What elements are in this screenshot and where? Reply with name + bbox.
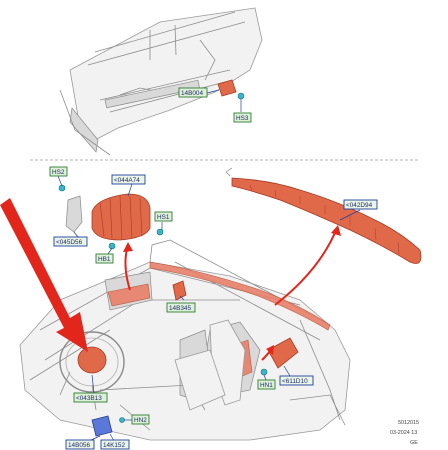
control-module bbox=[91, 415, 125, 437]
svg-text:HS2: HS2 bbox=[52, 169, 65, 176]
label-14b056: 14B056 bbox=[65, 439, 95, 450]
svg-text:14B345: 14B345 bbox=[169, 305, 191, 312]
big-callout-arrow bbox=[0, 198, 88, 352]
svg-text:HS1: HS1 bbox=[157, 214, 170, 221]
svg-text:<045D56: <045D56 bbox=[56, 239, 83, 246]
label-14b345: 14B345 bbox=[166, 302, 196, 313]
label-hn2: HN2 bbox=[131, 414, 150, 425]
svg-text:14B004: 14B004 bbox=[181, 90, 203, 97]
svg-text:<611D10: <611D10 bbox=[282, 378, 308, 385]
label-hn1: HN1 bbox=[257, 379, 276, 390]
label-044a74: <044A74 bbox=[111, 174, 146, 185]
svg-text:<043B13: <043B13 bbox=[76, 395, 102, 402]
seat bbox=[174, 319, 246, 411]
label-hb1: HB1 bbox=[95, 253, 114, 264]
knee-airbag-small bbox=[172, 280, 187, 301]
svg-text:HN2: HN2 bbox=[134, 417, 147, 424]
svg-text:HB1: HB1 bbox=[98, 256, 111, 263]
diagram-stamp: 5012015 03-2024 13 GE bbox=[390, 420, 419, 446]
passenger-airbag-module bbox=[91, 193, 151, 241]
svg-text:14B056: 14B056 bbox=[68, 442, 90, 449]
label-hs3: HS3 bbox=[233, 112, 252, 123]
svg-text:<044A74: <044A74 bbox=[114, 177, 140, 184]
label-hs2: HS2 bbox=[49, 166, 68, 177]
label-hs1: HS1 bbox=[154, 211, 173, 222]
passenger-airbag-ghost bbox=[107, 283, 151, 307]
stamp-lang: GE bbox=[410, 440, 418, 446]
rear-sensor-part bbox=[217, 79, 245, 100]
rear-body-structure bbox=[59, 7, 263, 156]
svg-text:14K152: 14K152 bbox=[103, 442, 125, 449]
label-042d94: <042D94 bbox=[343, 199, 378, 210]
svg-text:HS3: HS3 bbox=[236, 115, 249, 122]
curtain-airbag-installed bbox=[149, 261, 331, 331]
label-045d56: <045D56 bbox=[53, 236, 88, 247]
label-14k152: 14K152 bbox=[100, 439, 130, 450]
stamp-date: 03-2024 13 bbox=[390, 430, 417, 436]
stamp-code: 5012015 bbox=[398, 420, 419, 426]
curtain-airbag bbox=[225, 167, 422, 264]
passenger-airbag-bracket bbox=[58, 184, 164, 250]
driver-airbag bbox=[77, 346, 107, 374]
side-airbag-module bbox=[260, 337, 299, 376]
callout-arrows bbox=[123, 225, 341, 361]
svg-text:HN1: HN1 bbox=[260, 382, 273, 389]
label-611d10: <611D10 bbox=[279, 375, 314, 386]
label-14b004: 14B004 bbox=[178, 87, 208, 98]
label-043b13: <043B13 bbox=[73, 392, 108, 403]
svg-text:<042D94: <042D94 bbox=[346, 202, 373, 209]
